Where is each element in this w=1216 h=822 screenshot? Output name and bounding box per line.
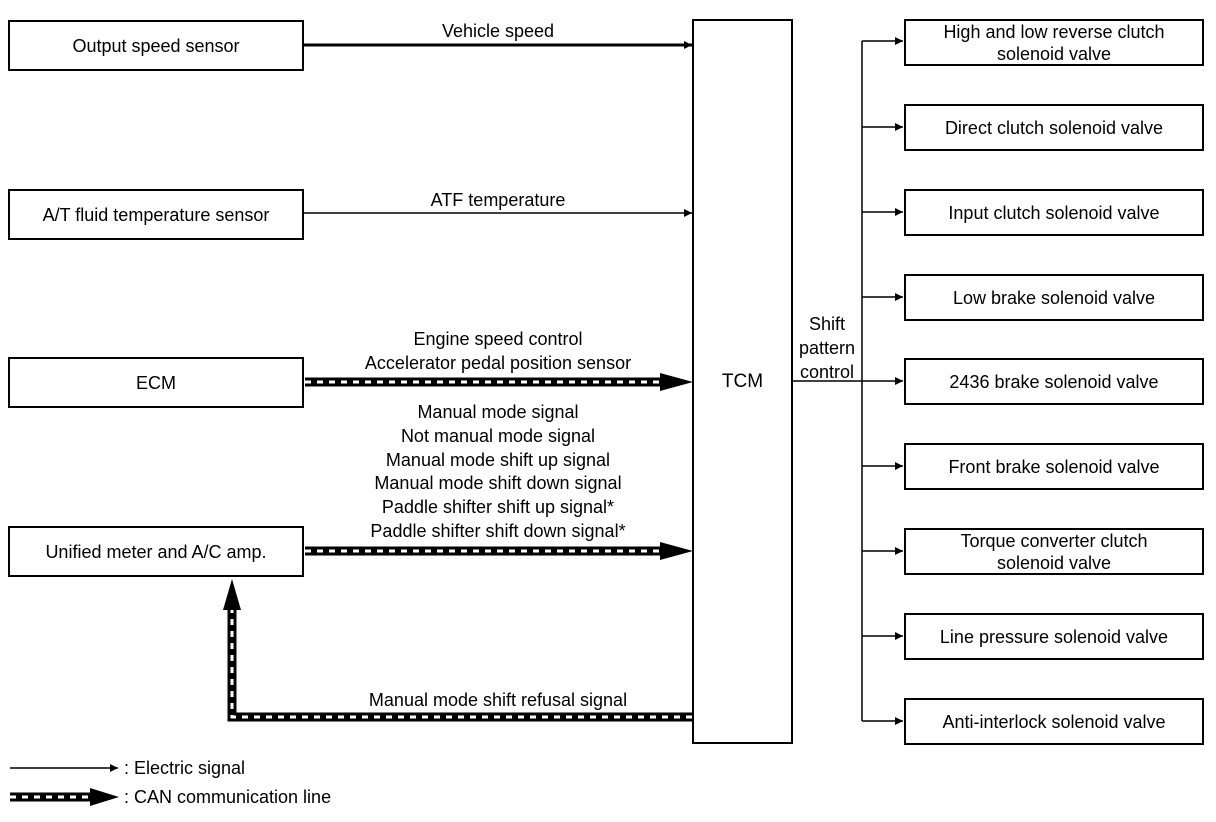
output-solenoid-box: Line pressure solenoid valve	[904, 613, 1204, 660]
output-solenoid-box: Torque converter clutch solenoid valve	[904, 528, 1204, 575]
output-solenoid-box: Low brake solenoid valve	[904, 274, 1204, 321]
output-solenoid-box: Anti-interlock solenoid valve	[904, 698, 1204, 745]
legend-electric-label: : Electric signal	[124, 758, 246, 778]
atf-temp-sensor-box: A/T fluid temperature sensor	[8, 189, 304, 240]
ecm-signal-labels: Engine speed control Accelerator pedal p…	[365, 328, 631, 376]
shift-pattern-word: pattern	[798, 338, 856, 358]
refusal-can-arrow	[223, 579, 692, 722]
solenoid-label: Direct clutch solenoid valve	[944, 117, 1164, 138]
refusal-signal-label: Manual mode shift refusal signal	[368, 690, 628, 710]
legend-can-label: : CAN communication line	[124, 787, 332, 807]
meter-signal-line: Manual mode signal	[417, 402, 579, 422]
ecm-signal-line: Engine speed control	[413, 329, 583, 349]
ecm-box: ECM	[8, 357, 304, 408]
shift-pattern-word: control	[799, 362, 855, 382]
solenoid-label: Line pressure solenoid valve	[939, 626, 1169, 647]
output-solenoid-box: Front brake solenoid valve	[904, 443, 1204, 490]
atf-temp-sensor-label: A/T fluid temperature sensor	[42, 204, 270, 225]
legend-can-symbol	[10, 788, 119, 806]
shift-pattern-word: Shift	[808, 314, 846, 334]
ecm-label: ECM	[136, 372, 176, 393]
meter-signal-line: Not manual mode signal	[400, 425, 596, 446]
meter-can-arrow	[305, 542, 693, 560]
unified-meter-box: Unified meter and A/C amp.	[8, 526, 304, 577]
output-solenoid-box: Direct clutch solenoid valve	[904, 104, 1204, 151]
solenoid-label: 2436 brake solenoid valve	[949, 371, 1159, 392]
solenoid-label: Low brake solenoid valve	[952, 287, 1156, 308]
meter-signal-line: Manual mode shift down signal	[374, 473, 622, 494]
unified-meter-label: Unified meter and A/C amp.	[45, 541, 267, 562]
output-speed-sensor-box: Output speed sensor	[8, 20, 304, 71]
vehicle-speed-label: Vehicle speed	[441, 21, 555, 41]
solenoid-label: Front brake solenoid valve	[948, 456, 1160, 477]
solenoid-label: Anti-interlock solenoid valve	[942, 711, 1166, 732]
meter-signal-line: Manual mode shift up signal	[385, 449, 611, 470]
shift-pattern-control-label: Shift pattern control	[799, 312, 855, 384]
output-solenoid-box: Input clutch solenoid valve	[904, 189, 1204, 236]
output-solenoid-box: 2436 brake solenoid valve	[904, 358, 1204, 405]
solenoid-label: Torque converter clutch solenoid valve	[960, 530, 1148, 573]
ecm-can-arrow	[305, 373, 693, 391]
tcm-box: TCM	[692, 19, 793, 744]
tcm-label: TCM	[721, 370, 764, 392]
output-speed-sensor-label: Output speed sensor	[72, 35, 240, 56]
meter-signal-line: Paddle shifter shift down signal*	[370, 520, 626, 541]
meter-signal-line: Paddle shifter shift up signal*	[381, 497, 615, 518]
solenoid-label: High and low reverse clutch solenoid val…	[943, 21, 1165, 64]
output-solenoid-box: High and low reverse clutch solenoid val…	[904, 19, 1204, 66]
ecm-signal-line: Accelerator pedal position sensor	[364, 352, 632, 373]
atf-temperature-label: ATF temperature	[430, 190, 566, 210]
solenoid-label: Input clutch solenoid valve	[948, 202, 1160, 223]
meter-signal-labels: Manual mode signal Not manual mode signa…	[370, 401, 625, 544]
